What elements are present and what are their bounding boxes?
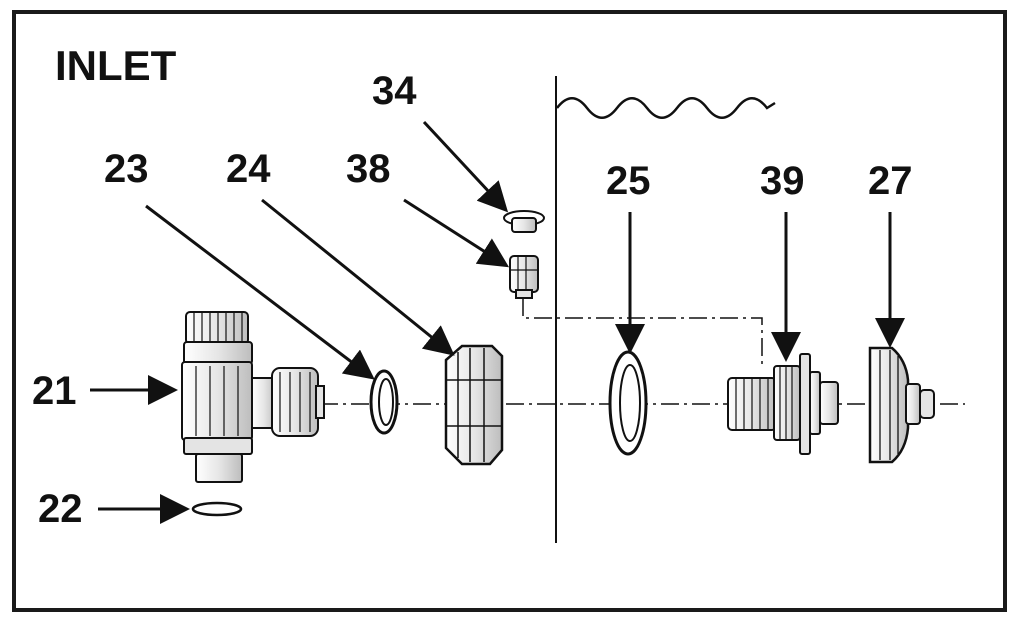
air-valve-guide-line: [522, 298, 763, 365]
arrow-23: [145, 204, 375, 380]
callout-34: 34: [372, 69, 417, 113]
part-39-inlet-fitting: [727, 353, 839, 455]
arrow-34: [422, 120, 509, 213]
part-25-wall-gasket: [608, 350, 648, 456]
callout-25: 25: [606, 159, 651, 203]
callout-39: 39: [760, 159, 805, 203]
callout-27: 27: [868, 159, 913, 203]
callout-21: 21: [32, 369, 77, 413]
part-23-gasket: [369, 369, 399, 435]
arrow-38: [403, 198, 510, 268]
diagram-title: INLET: [55, 42, 177, 89]
diagram-frame: [12, 10, 1007, 612]
callout-22: 22: [38, 487, 83, 531]
arrow-24: [261, 198, 455, 356]
part-34-cap: [503, 210, 545, 233]
water-surface-wave: [556, 97, 776, 119]
callout-38: 38: [346, 147, 391, 191]
part-27-jet-fitting: [868, 346, 935, 464]
part-21-valve-body: [181, 311, 325, 483]
part-38-air-valve: [509, 255, 539, 299]
callout-24: 24: [226, 147, 271, 191]
callout-23: 23: [104, 147, 149, 191]
part-22-o-ring: [191, 501, 243, 517]
part-24-lock-nut: [444, 344, 504, 466]
